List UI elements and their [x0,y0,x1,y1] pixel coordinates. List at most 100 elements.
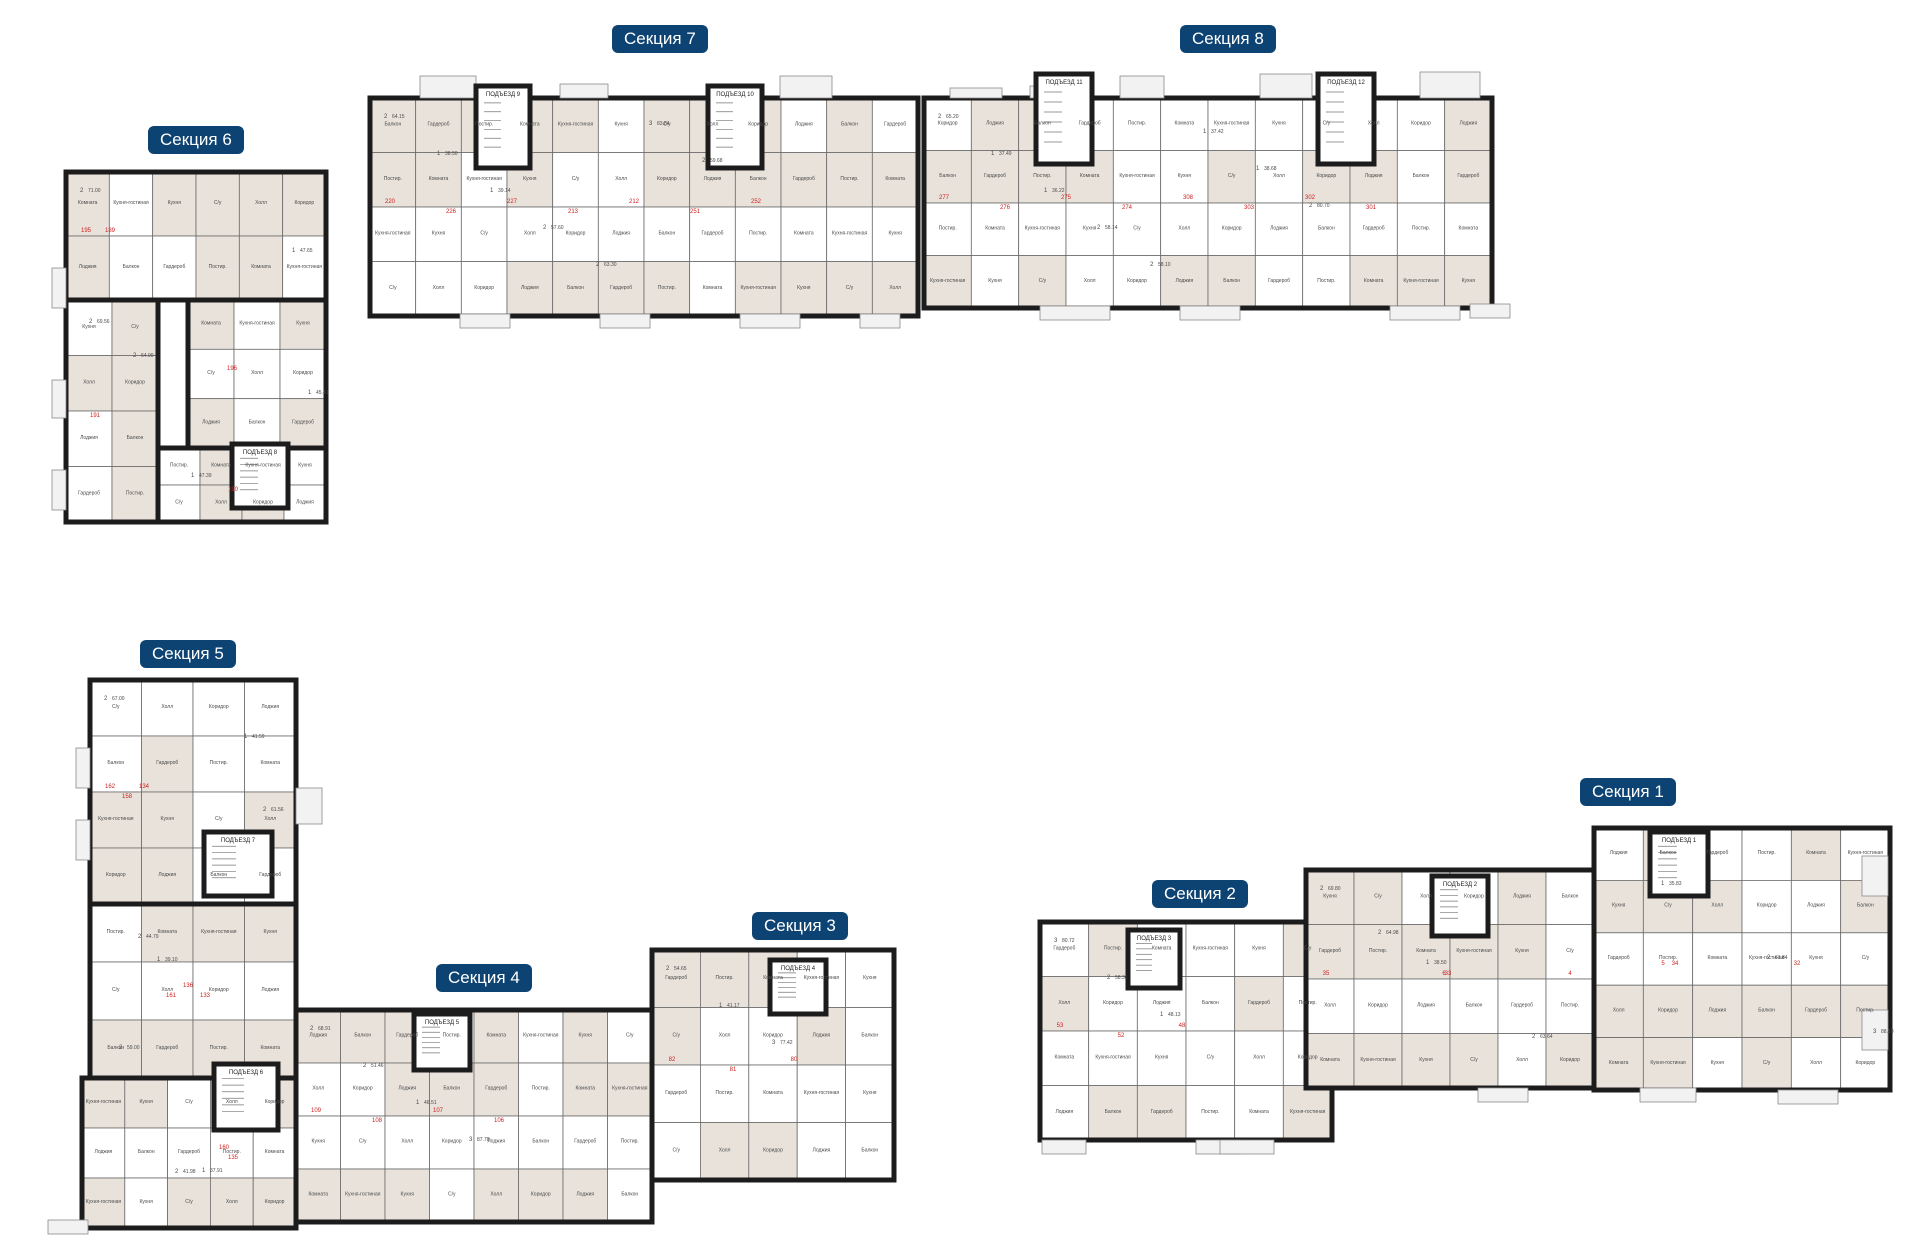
room [1497,924,1547,980]
room-label: Коридор [265,1199,285,1205]
room-label: Постир. [1856,1007,1874,1013]
room-label: Балкон [1562,893,1579,899]
room [244,679,297,737]
room-label: Комната [1249,1109,1269,1115]
room-label: Гардероб [1248,1000,1270,1006]
room [734,261,782,317]
room-label: Комната [201,321,221,327]
flat-number: 302 [1305,195,1316,201]
flat-area: 47.39 [199,473,212,479]
room-label: Холл [401,1139,413,1145]
flat-rooms: 2 [1767,955,1771,961]
room-label: Лоджия [1417,1002,1435,1008]
room [233,398,281,449]
flat-area: 61.84 [1775,955,1788,961]
room-label: С/у [672,1032,680,1038]
flat-rooms: 1 [437,151,441,157]
room-label: Постир. [209,264,227,270]
room-label: С/у [1566,948,1574,954]
flat-number: 162 [105,784,116,790]
section-label-4[interactable]: Секция 4 [436,964,532,992]
room [141,1019,194,1079]
room-label: Кухня-гостиная [345,1192,381,1198]
balcony [1259,73,1313,99]
room [689,206,736,262]
room [1207,202,1256,256]
room-label: Кухня [579,1033,593,1039]
room-label: Холл [1253,1054,1265,1060]
room-label: Холл [215,500,227,506]
flat-area: 51.46 [371,1063,384,1069]
room [826,206,873,262]
section-label-2[interactable]: Секция 2 [1152,880,1248,908]
flat-area: 68.91 [318,1026,331,1032]
room-label: Комната [985,225,1005,231]
room [1353,924,1403,980]
flat-rooms: 3 [1054,938,1058,944]
room [845,1064,895,1123]
flat-number: 213 [568,209,579,215]
room-label: Гардероб [1363,225,1385,231]
balcony [1179,305,1241,321]
room-label: Кухня [264,929,278,935]
section-label-5[interactable]: Секция 5 [140,640,236,668]
flat-number: 108 [372,1118,383,1124]
room [65,410,113,467]
room [1039,921,1090,977]
balcony [949,87,1003,99]
room [1790,880,1842,934]
flat-number: 52 [1118,1033,1125,1039]
section-label-6[interactable]: Секция 6 [148,126,244,154]
room-label: Балкон [1466,1002,1483,1008]
room-label: Лоджия [261,987,279,993]
room-label: Кухня-гостиная [1360,1057,1396,1063]
room-label: Холл [161,987,173,993]
room-label: С/у [480,230,488,236]
room-label: Постир. [939,225,957,231]
section-label-1[interactable]: Секция 1 [1580,778,1676,806]
room-label: Балкон [567,285,584,291]
room-label: Постир. [443,1033,461,1039]
room-label: Комната [1055,1054,1075,1060]
room-label: Гардероб [610,285,632,291]
flat-number: 80 [791,1057,798,1063]
room-label: Кухня-гостиная [1095,1054,1131,1060]
section-label-3[interactable]: Секция 3 [752,912,848,940]
room-label: Коридор [566,230,586,236]
room [369,152,417,208]
room [748,1064,798,1123]
flat-area: 41.59 [252,734,265,740]
room-label: Балкон [249,419,266,425]
room-label: Гардероб [156,760,178,766]
flat-area: 47.65 [300,248,313,254]
room-label: Коридор [763,1032,783,1038]
room-label: Комната [211,463,231,469]
entrance-label: ПОДЪЕЗД 2 [1443,882,1478,888]
room-label: Гардероб [1079,120,1101,126]
room-label: Постир. [1561,1002,1579,1008]
balcony [51,469,67,511]
flat-area: 59.68 [710,158,723,164]
room-label: Балкон [384,121,401,127]
room-label: Гардероб [884,121,906,127]
room-label: Лоджия [813,1147,831,1153]
room-label: Лоджия [1270,225,1288,231]
flat-rooms: 1 [202,1168,206,1174]
room-label: Балкон [123,264,140,270]
room [295,1115,341,1170]
flat-rooms: 1 [1256,166,1260,172]
room-label: Балкон [1413,173,1430,179]
flat-area: 57.60 [551,225,564,231]
room-label: Лоджия [1459,120,1477,126]
room [369,261,417,317]
room [65,466,113,523]
flat-rooms: 2 [666,966,670,972]
flat-number: 6 [1442,971,1446,977]
room [415,152,462,208]
room [518,1168,564,1223]
room-label: Холл [251,370,263,376]
room [141,847,194,905]
section-label-7[interactable]: Секция 7 [612,25,708,53]
section-label-8[interactable]: Секция 8 [1180,25,1276,53]
